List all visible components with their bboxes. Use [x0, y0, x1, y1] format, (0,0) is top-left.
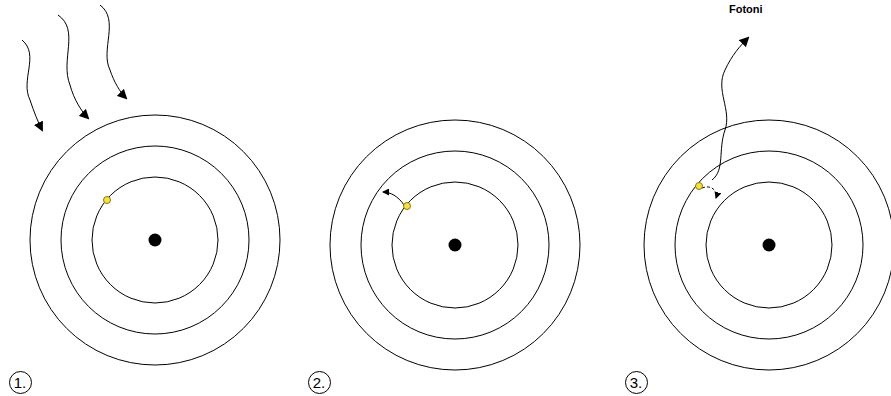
step-number-circle: 1.	[9, 371, 32, 394]
step-number-circle: 3.	[625, 371, 648, 394]
step-number: 1.	[14, 375, 27, 390]
step-number-circle: 2.	[308, 371, 331, 394]
step-number: 3.	[630, 375, 643, 390]
step-number: 2.	[313, 375, 326, 390]
photon-label: Fotoni	[728, 3, 764, 15]
